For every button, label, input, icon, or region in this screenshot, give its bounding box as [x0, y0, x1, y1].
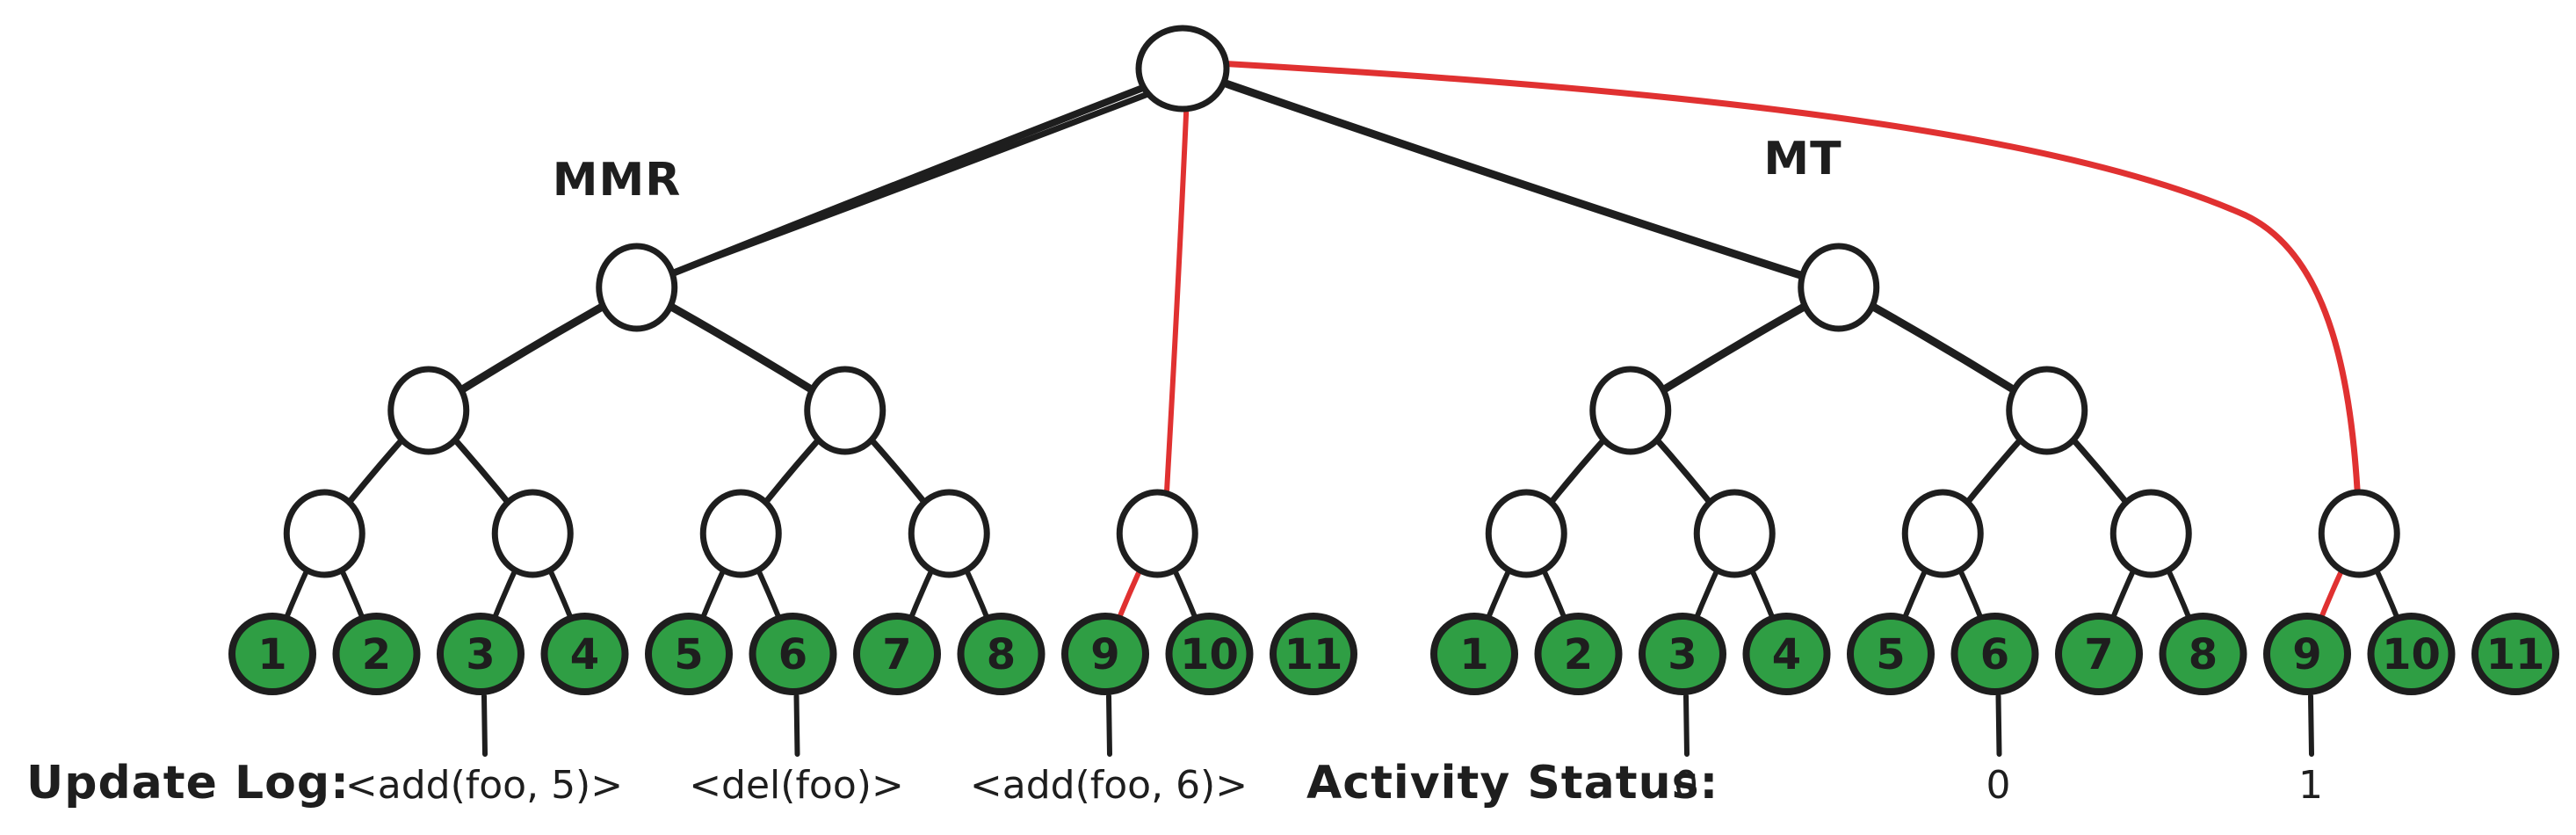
- leaf-node: [332, 613, 421, 695]
- leaf-label: 3: [1668, 630, 1697, 679]
- root-node: [1135, 25, 1230, 113]
- leaf-node: [1639, 613, 1726, 695]
- activity-status-label: Activity Status:: [1306, 757, 1719, 810]
- leaf-node: [1742, 613, 1831, 695]
- leaf-label: 1: [257, 630, 286, 679]
- leaf-label: 5: [674, 630, 703, 679]
- update-log-entry: <del(foo)>: [689, 763, 904, 808]
- leaf-label: 9: [1090, 630, 1119, 679]
- red-root-to-peak-left: [1161, 92, 1190, 536]
- leaf-node: [749, 613, 837, 695]
- leaf-node: [1430, 613, 1518, 695]
- leaf-node: [645, 613, 733, 695]
- internal-node: [908, 489, 990, 578]
- leaf-node: [957, 613, 1046, 695]
- update-log-label: Update Log:: [26, 757, 350, 810]
- internal-node: [1693, 489, 1776, 578]
- leaf-label: 6: [1980, 630, 2009, 679]
- leaf-node: [1534, 613, 1623, 695]
- internal-node: [699, 489, 782, 578]
- leaf-node: [853, 613, 941, 695]
- leaf-label: 4: [1772, 630, 1801, 679]
- internal-node: [1798, 243, 1880, 332]
- leaf-label: 7: [2084, 630, 2113, 679]
- leaf-node: [1847, 613, 1935, 695]
- leaf-label: 3: [466, 630, 495, 679]
- internal-node: [804, 366, 886, 455]
- leaf-node: [1165, 613, 1254, 695]
- internal-node: [2318, 489, 2400, 578]
- leaf-label: 5: [1876, 630, 1905, 679]
- leaf-node: [2471, 613, 2559, 695]
- root-edge: [1178, 64, 1843, 292]
- leaf-label: 9: [2292, 630, 2321, 679]
- mt-label: MT: [1763, 133, 1842, 185]
- leaf-tick: [1106, 693, 1112, 757]
- activity-status-value: 0: [1674, 763, 1698, 808]
- leaf-tick: [793, 693, 800, 757]
- leaf-label: 10: [1180, 630, 1239, 679]
- activity-status-value: 1: [2298, 763, 2323, 808]
- internal-node: [2109, 489, 2192, 578]
- update-log-entry: <add(foo, 6)>: [970, 763, 1248, 808]
- leaf-tick: [1995, 693, 2002, 757]
- leaf-label: 8: [987, 630, 1016, 679]
- leaf-node: [2367, 613, 2456, 695]
- root-edge: [640, 76, 1190, 287]
- leaf-node: [437, 613, 525, 695]
- leaf-tick: [2308, 693, 2314, 757]
- leaf-label: 11: [1284, 630, 1343, 679]
- leaf-tick: [1683, 693, 1690, 757]
- leaf-node: [2263, 613, 2351, 695]
- leaf-node: [2159, 613, 2247, 695]
- leaf-node: [1061, 613, 1149, 695]
- internal-node: [1485, 489, 1567, 578]
- leaf-node: [2055, 613, 2143, 695]
- internal-node: [387, 366, 470, 455]
- leaf-label: 11: [2486, 630, 2545, 679]
- leaf-node: [1270, 613, 1357, 695]
- mmr-label: MMR: [553, 154, 682, 207]
- internal-node: [491, 489, 574, 578]
- internal-node: [2006, 366, 2088, 455]
- internal-node: [596, 243, 678, 332]
- internal-node: [283, 489, 365, 578]
- internal-node: [1901, 489, 1984, 578]
- leaf-label: 4: [570, 630, 599, 679]
- leaf-label: 10: [2382, 630, 2441, 679]
- leaf-label: 8: [2189, 630, 2218, 679]
- leaf-tick: [481, 693, 488, 757]
- activity-status-value: 0: [1986, 763, 2011, 808]
- leaf-node: [228, 613, 316, 695]
- annotation-ticks: [481, 693, 2314, 757]
- leaf-label: 7: [882, 630, 911, 679]
- leaf-label: 2: [1564, 630, 1593, 679]
- red-root-to-peak-right: [1184, 58, 2363, 537]
- leaf-label: 2: [362, 630, 391, 679]
- update-log-entry: <add(foo, 5)>: [345, 763, 623, 808]
- internal-node: [1116, 489, 1198, 578]
- leaf-label: 6: [778, 630, 807, 679]
- annotation-entries: <add(foo, 5)> <del(foo)> <add(foo, 6)> 0 0 1: [345, 763, 2323, 808]
- leaf-label: 1: [1459, 630, 1488, 679]
- leaf-node: [540, 613, 629, 695]
- leaf-node: [1950, 613, 2039, 695]
- internal-node: [1589, 366, 1672, 455]
